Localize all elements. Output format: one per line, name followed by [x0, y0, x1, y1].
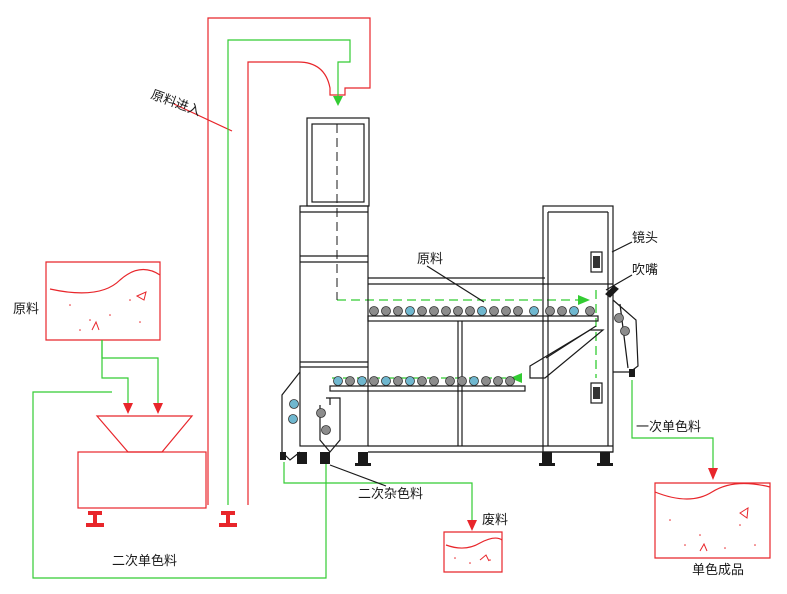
arrow-down-finished	[708, 468, 718, 480]
collector-base-box	[77, 451, 207, 509]
arrow-left-belt	[510, 373, 522, 383]
flow-arrows	[123, 96, 718, 531]
upper-belt	[367, 315, 599, 322]
label-secondary-single-color: 二次单色料	[112, 553, 177, 569]
green-flow-lines	[32, 39, 714, 579]
machine-feet	[280, 369, 635, 466]
arrow-down-hopper-2	[153, 403, 163, 414]
label-raw-material-left: 原料	[13, 302, 39, 317]
right-outlet-chute	[612, 299, 639, 373]
label-primary-single-color: 一次单色料	[636, 419, 701, 435]
red-base-feet	[86, 511, 237, 527]
air-nozzle	[605, 285, 619, 298]
green-dashed-paths	[332, 290, 597, 379]
waste-bin	[443, 531, 503, 573]
sorting-chute	[529, 329, 605, 379]
feed-hopper	[95, 415, 194, 453]
lower-camera-lens	[590, 382, 603, 404]
to-finished-line	[631, 380, 714, 470]
lower-belt-material	[333, 376, 515, 386]
main-tower	[299, 205, 369, 447]
elevator-outline	[207, 17, 371, 505]
raw-material-bin-left	[45, 261, 161, 341]
feed-tower-top	[306, 117, 370, 207]
label-raw-material-in: 原料进入	[149, 88, 203, 120]
label-raw-material-belt: 原料	[417, 252, 443, 267]
label-nozzle: 吹嘴	[632, 263, 658, 278]
label-finished-single-color: 单色成品	[692, 562, 744, 578]
label-waste: 废料	[482, 512, 508, 528]
red-elevator-and-bins	[45, 17, 771, 573]
arrow-right-belt	[578, 295, 590, 305]
bin-speckles	[69, 299, 756, 564]
arrow-down-elevator	[333, 96, 343, 106]
arrow-down-hopper-1	[123, 403, 133, 414]
arrow-down-waste	[467, 520, 477, 531]
elevator-inner-path	[227, 39, 351, 505]
upper-camera-lens	[590, 251, 603, 273]
label-lens: 镜头	[632, 231, 658, 246]
upper-belt-material	[369, 306, 595, 316]
secondary-single-color-return	[32, 391, 327, 579]
right-tower	[542, 205, 614, 453]
machine-frame	[281, 117, 639, 487]
chute-material	[288, 313, 630, 435]
finished-product-bin	[654, 482, 771, 559]
lower-belt	[329, 385, 526, 392]
diagram-labels: 原料进入 原料 原料 镜头 吹嘴 一次单色料 二次杂色料 废料 二次单色料 单色…	[13, 88, 744, 578]
label-secondary-mixed-color: 二次杂色料	[358, 486, 423, 502]
